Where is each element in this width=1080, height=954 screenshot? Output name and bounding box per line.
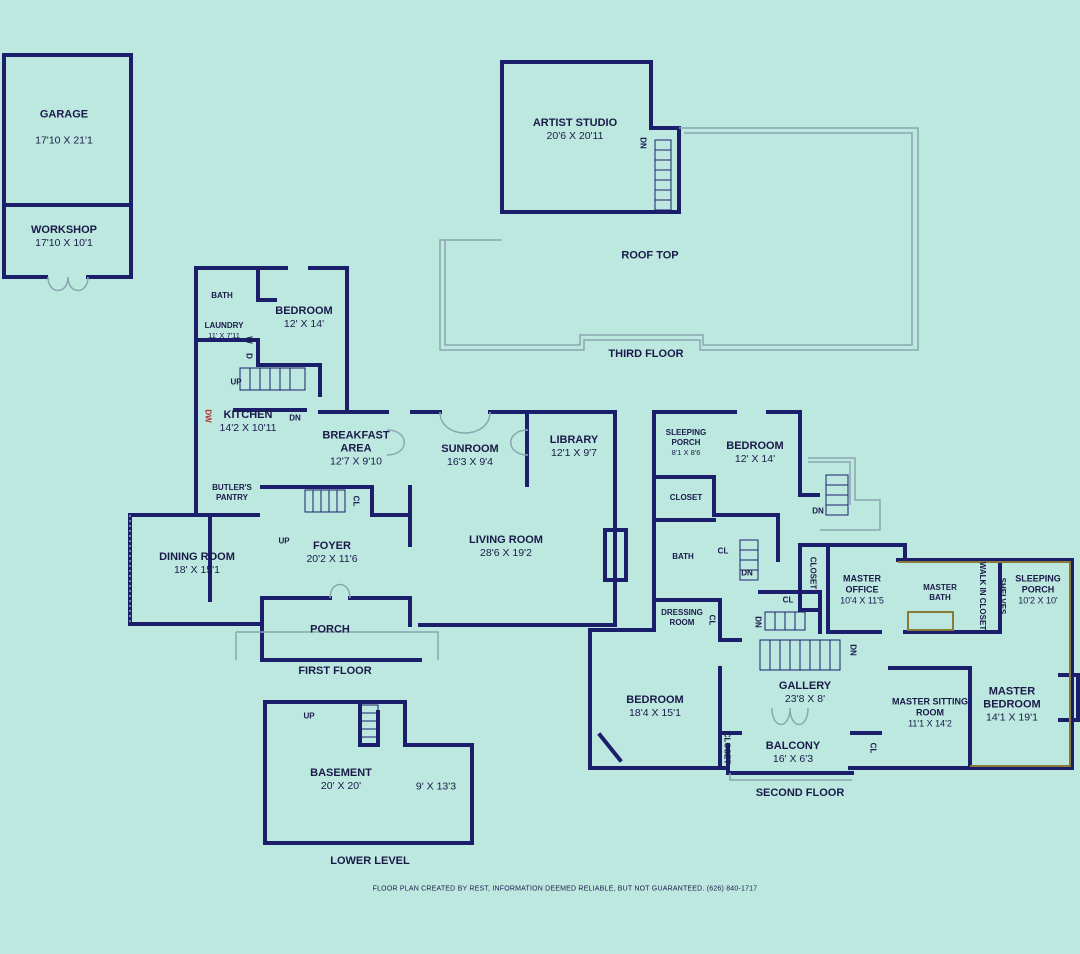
- floor-title-first: FIRST FLOOR: [298, 665, 372, 677]
- room-master-sitting: MASTER SITTING ROOM 11'1 X 14'2: [892, 696, 968, 729]
- room-sleeping-porch-2: SLEEPING PORCH 10'2 X 10': [1015, 573, 1061, 606]
- floor-title-lower: LOWER LEVEL: [330, 855, 410, 867]
- room-sunroom: SUNROOM 16'3 X 9'4: [441, 443, 499, 468]
- room-bath-2: BATH: [672, 552, 694, 561]
- closet-cl-sitting: CL: [868, 742, 878, 754]
- closet-cl-3: CL: [782, 595, 794, 605]
- room-bath-1: BATH: [211, 291, 233, 300]
- room-master-bedroom: MASTER BEDROOM 14'1 X 19'1: [983, 685, 1041, 724]
- stair-dn-studio: DN: [638, 137, 648, 149]
- stair-dn-gallery-2: DN: [848, 644, 858, 656]
- floor-title-second: SECOND FLOOR: [755, 787, 845, 799]
- floor-title-third: THIRD FLOOR: [608, 348, 684, 360]
- room-garage: GARAGE 17'10 X 21'1: [35, 108, 93, 147]
- room-bedroom-2: BEDROOM 12' X 14': [726, 440, 784, 465]
- room-laundry: LAUNDRY 11' X 7'11: [204, 321, 244, 340]
- washer-w: W: [244, 336, 254, 344]
- stair-dn-kitchen: DN: [289, 413, 301, 423]
- footer-disclaimer: FLOOR PLAN CREATED BY REST, INFORMATION …: [372, 885, 758, 893]
- room-library: LIBRARY 12'1 X 9'7: [549, 434, 599, 459]
- dishwasher-dw: DW: [203, 409, 213, 423]
- dryer-d: D: [244, 353, 254, 359]
- stair-dn-gallery: DN: [753, 616, 763, 628]
- stair-dn-2: DN: [741, 568, 753, 578]
- stair-up-kitchen: UP: [230, 377, 242, 387]
- room-basement: BASEMENT 20' X 20': [310, 767, 372, 792]
- room-bedroom-3: BEDROOM 18'4 X 15'1: [626, 694, 684, 719]
- room-walkin-closet: WALK IN CLOSET: [978, 561, 987, 631]
- closet-cl-foyer: CL: [351, 495, 361, 507]
- room-master-bath: MASTER BATH: [923, 583, 957, 602]
- room-breakfast: BREAKFAST AREA 12'7 X 9'10: [322, 429, 390, 468]
- room-shelves: SHELVES: [998, 577, 1007, 615]
- room-kitchen: KITCHEN 14'2 X 10'11: [219, 409, 277, 434]
- room-sleeping-porch-1: SLEEPING PORCH 8'1 X 8'6: [665, 428, 707, 457]
- room-workshop: WORKSHOP 17'10 X 10'1: [31, 224, 97, 249]
- room-foyer: FOYER 20'2 X 11'6: [306, 540, 358, 565]
- room-basement-2: 9' X 13'3: [415, 780, 457, 793]
- closet-vert-2: CLOSET: [722, 731, 732, 765]
- room-master-office: MASTER OFFICE 10'4 X 11'5: [840, 573, 884, 606]
- room-dining: DINING ROOM 18' X 15'1: [159, 551, 235, 576]
- room-dressing: DRESSING ROOM: [661, 608, 703, 627]
- room-living: LIVING ROOM 28'6 X 19'2: [469, 534, 543, 559]
- room-bedroom-1: BEDROOM 12' X 14': [275, 305, 333, 330]
- stair-up-foyer: UP: [278, 536, 290, 546]
- room-butlers-pantry: BUTLER'S PANTRY: [212, 483, 252, 502]
- closet-cl-dressing: CL: [707, 614, 717, 626]
- closet-cl-2: CL: [717, 546, 729, 556]
- room-porch: PORCH: [310, 623, 350, 636]
- room-roof-top: ROOF TOP: [621, 249, 679, 262]
- stair-dn-bedroom: DN: [812, 506, 824, 516]
- room-balcony: BALCONY 16' X 6'3: [765, 740, 821, 765]
- room-artist-studio: ARTIST STUDIO 20'6 X 20'11: [532, 117, 618, 142]
- room-gallery: GALLERY 23'8 X 8': [778, 680, 832, 705]
- stair-up-basement: UP: [303, 711, 315, 721]
- closet-vert: CLOSET: [808, 556, 818, 590]
- room-closet-1: CLOSET: [669, 493, 703, 502]
